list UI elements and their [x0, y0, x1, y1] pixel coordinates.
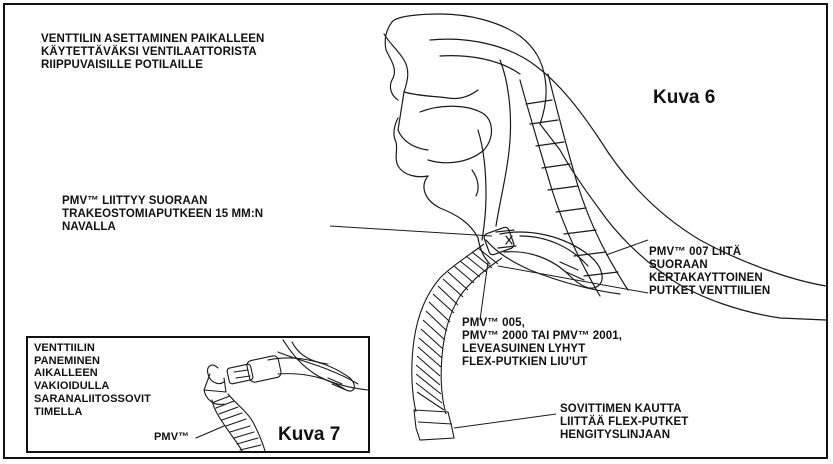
- main-title: VENTTILIN ASETTAMINEN PAIKALLEEN KÄYTETT…: [41, 33, 264, 72]
- nasal-cavity: [384, 34, 478, 99]
- label-connect-direct: PMV™ LIITTYY SUORAAN TRAKEOSTOMIAPUTKEEN…: [62, 195, 263, 234]
- inset-figure: VENTTIILIN PANEMINEN AIKALLEEN VAKIOIDUL…: [26, 336, 370, 453]
- epiglottis: [472, 170, 478, 196]
- nose: [385, 22, 398, 100]
- inset-pmv-label: PMV™: [154, 431, 189, 444]
- leader-adapter: [454, 414, 556, 428]
- airway: [478, 130, 486, 240]
- label-pmv007: PMV™ 007 LIITÄ SUORAAN KERTAKAYTTOINEN P…: [649, 246, 770, 298]
- figure-label-inset: Kuva 7: [278, 424, 340, 446]
- palate: [398, 92, 428, 150]
- pharynx-back: [496, 60, 511, 226]
- figure-label-main: Kuva 6: [653, 87, 715, 109]
- leader-connect-direct: [330, 226, 492, 236]
- spine-back: [548, 74, 628, 290]
- tube-adapter: [414, 410, 454, 440]
- tongue: [420, 106, 492, 163]
- inset-text: VENTTIILIN PANEMINEN AIKALLEEN VAKIOIDUL…: [34, 342, 151, 418]
- label-adapter: SOVITTIMEN KAUTTA LIITTÄÄ FLEX-PUTKET HE…: [560, 403, 688, 442]
- label-pmv005: PMV™ 005, PMV™ 2000 TAI PMV™ 2001, LEVEA…: [462, 317, 622, 369]
- trach-tube-outer: [500, 232, 602, 288]
- leader-pmv007-b: [498, 266, 648, 293]
- chin: [424, 176, 478, 238]
